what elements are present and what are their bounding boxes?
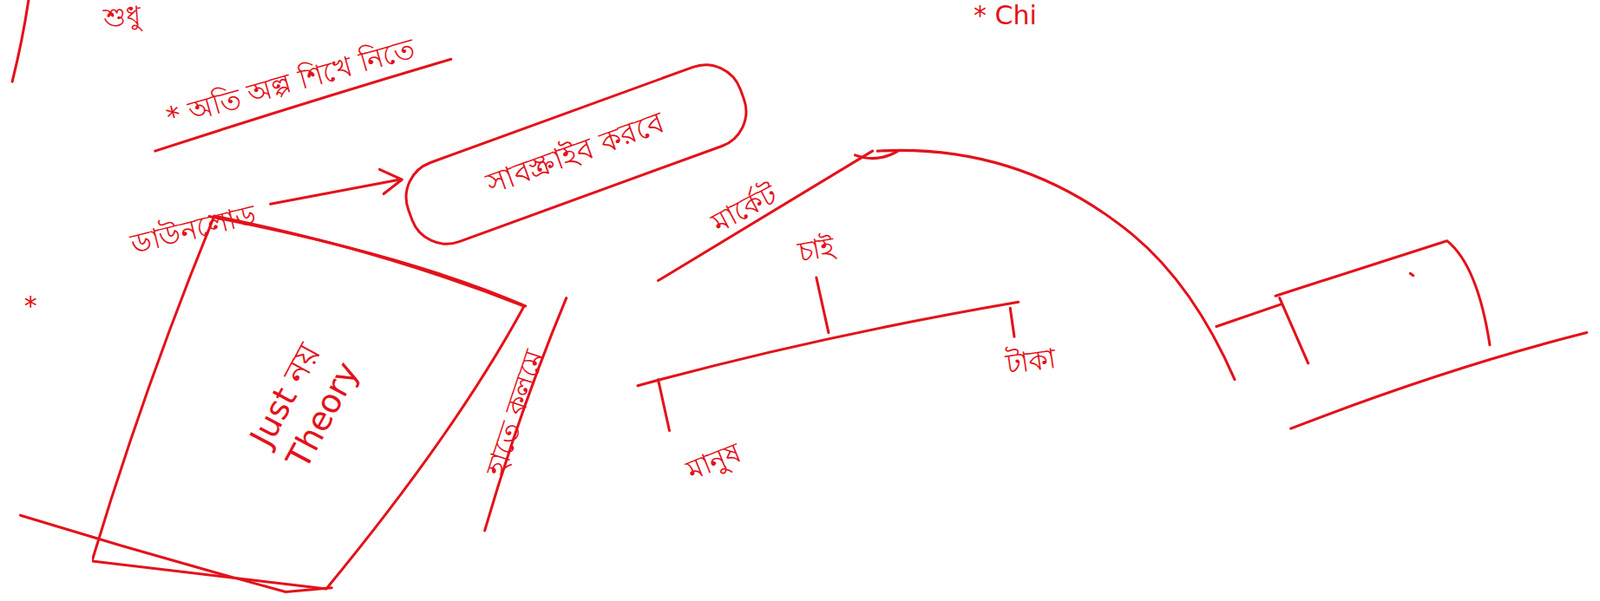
arrow-line bbox=[270, 169, 403, 204]
link-stroke bbox=[1216, 304, 1282, 328]
node-text: সাবস্ক্রাইব করবে bbox=[479, 98, 672, 210]
left-bracket bbox=[12, 0, 29, 82]
handwritten-note: * অতি অল্প শিখে নিতে bbox=[163, 32, 419, 135]
handwritten-note: * bbox=[24, 291, 38, 322]
parallelogram-box: Just নয় Theory bbox=[91, 214, 526, 592]
mid-stroke bbox=[637, 301, 1019, 386]
handwritten-note: ডাউনলোড bbox=[128, 198, 261, 261]
right-box bbox=[1275, 241, 1490, 364]
handwritten-note: মার্কেট bbox=[707, 178, 783, 240]
handwritten-note: মানুষ bbox=[682, 436, 747, 487]
rounded-box: সাবস্ক্রাইব করবে bbox=[393, 52, 758, 256]
right-underline bbox=[1291, 333, 1587, 430]
outline-path bbox=[91, 216, 525, 590]
tick-down bbox=[658, 380, 670, 432]
handwritten-note: টাকা bbox=[1003, 342, 1058, 381]
big-curve bbox=[877, 150, 1235, 380]
rotated-text-holder: Just নয় Theory bbox=[219, 296, 389, 513]
handwritten-note: চাই bbox=[794, 230, 838, 269]
small-tick bbox=[1409, 273, 1414, 276]
tick-stroke bbox=[855, 150, 899, 158]
handwritten-note: শুধু bbox=[102, 0, 142, 33]
tick-up bbox=[1009, 308, 1015, 337]
handwritten-note: * Chi bbox=[973, 0, 1037, 32]
tick-mid bbox=[816, 277, 829, 334]
market-stroke bbox=[658, 150, 873, 281]
bottom-stroke bbox=[20, 515, 333, 592]
node-text: Just নয় Theory bbox=[219, 296, 389, 513]
